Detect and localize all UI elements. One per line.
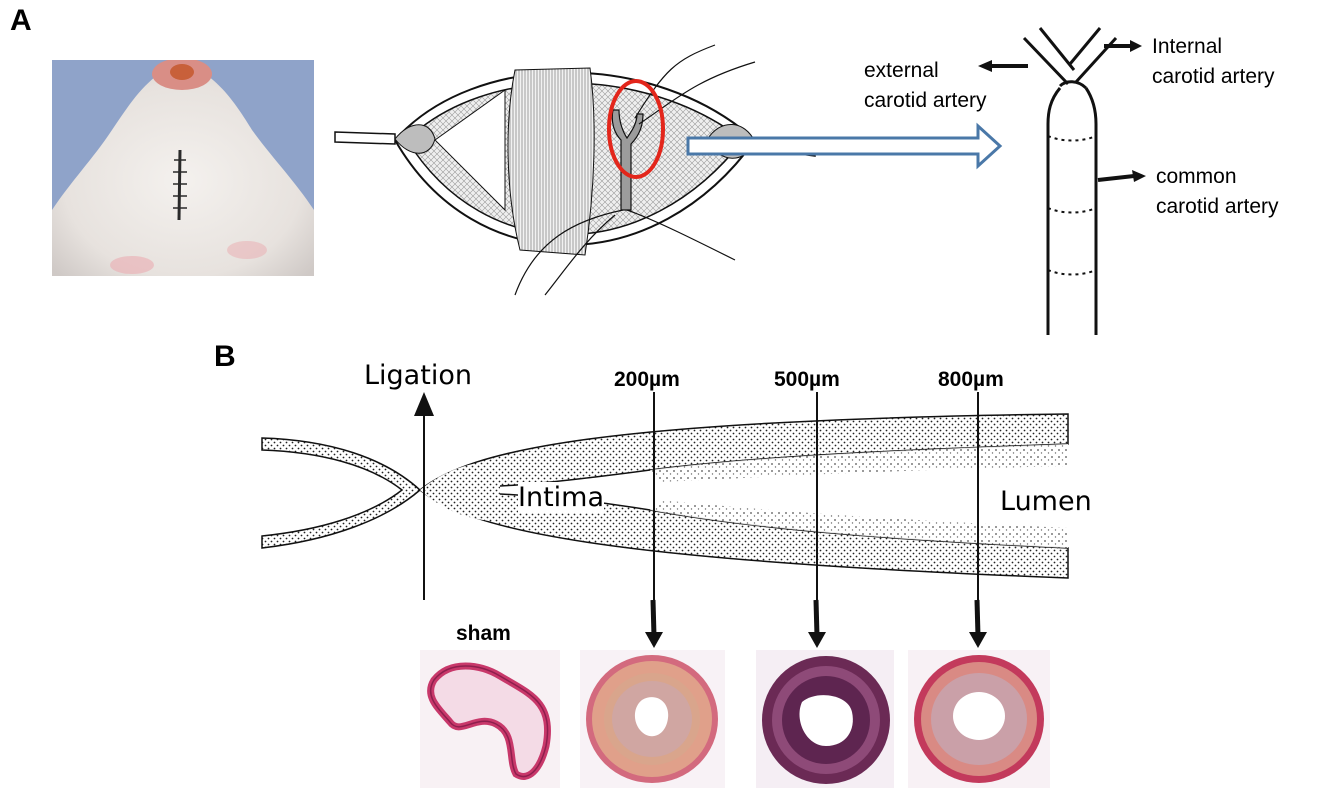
histology-200um (580, 650, 725, 788)
sham-label: sham (456, 622, 511, 646)
distance-label-200: 200µm (614, 368, 680, 392)
lumen-label: Lumen (1000, 486, 1092, 517)
distance-label-800: 800µm (938, 368, 1004, 392)
histology-500um (756, 650, 894, 788)
histology-800um (908, 650, 1050, 788)
ligation-label: Ligation (364, 360, 472, 391)
histology-sham (420, 650, 560, 788)
intima-label: Intima (518, 482, 604, 513)
distance-label-500: 500µm (774, 368, 840, 392)
